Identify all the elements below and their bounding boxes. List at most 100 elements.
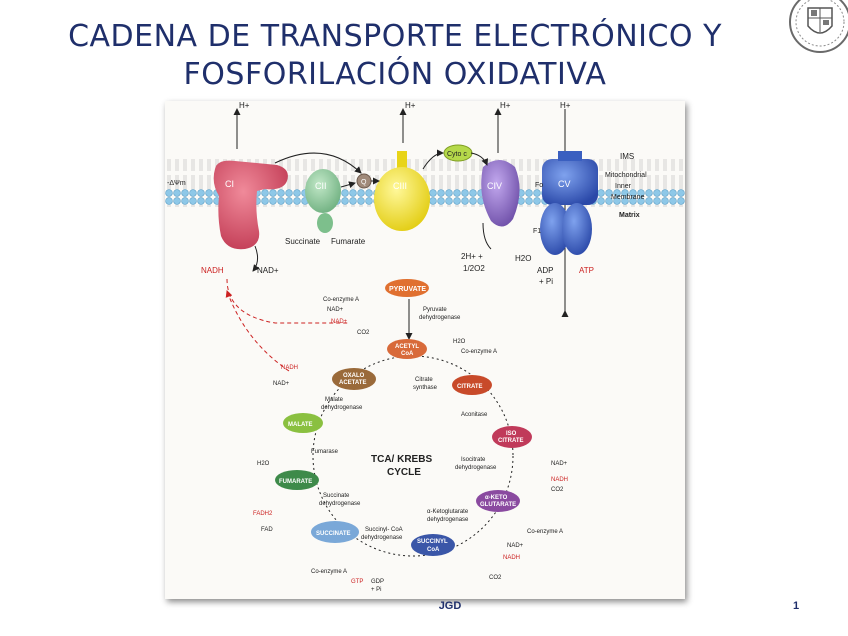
nad-label: NAD+ [257, 266, 279, 275]
civ-water-arrow [482, 222, 492, 250]
aconitase-label: Aconitase [461, 412, 488, 418]
mdh-nadh-label: NADH [281, 365, 298, 371]
sdh-label-2: dehydrogenase [319, 501, 361, 507]
fo-label: Fo [535, 182, 543, 189]
succinate-node [311, 521, 359, 543]
pdh-co2-label: CO2 [357, 330, 370, 336]
membrane-label-2: Inner [615, 183, 632, 190]
scs-label-2: dehydrogenase [361, 535, 403, 541]
acetyl-label-2: CoA [401, 351, 414, 357]
idh-label-1: Isocitrate [461, 457, 486, 463]
malate-node [283, 413, 323, 433]
akgdh-nadh-label: NADH [503, 555, 520, 561]
succinyl-coa-node [411, 534, 455, 556]
gdp-label-2: + Pi [371, 587, 382, 593]
isocitrate-label-1: ISO [506, 431, 517, 437]
h-plus-civ: H+ [500, 101, 511, 110]
nadh-label: NADH [201, 266, 224, 275]
mdh-nad-label: NAD+ [273, 381, 290, 387]
oxalo-label-2: ACETATE [339, 380, 366, 386]
matrix-label: Matrix [619, 212, 640, 219]
pi-label: + Pi [539, 277, 553, 286]
succoa-label-1: SUCCINYL [417, 539, 448, 545]
krebs-center-1: TCA/ KREBS [371, 454, 432, 465]
complex-v-fo [542, 159, 598, 205]
fumarate-label: FUMARATE [279, 479, 312, 485]
citrate-node [452, 375, 492, 395]
akg-node [476, 490, 520, 512]
pdh-nad-label: NAD+ [327, 307, 344, 313]
h-plus-ci: H+ [239, 101, 250, 110]
fad-label: FAD [261, 527, 273, 533]
succinate-label: SUCCINATE [316, 531, 351, 537]
akg-label-1: α-KETO [485, 495, 508, 501]
akgdh-nad-label: NAD+ [507, 543, 524, 549]
pyruvate-label: PYRUVATE [389, 286, 426, 293]
malate-label: MALATE [288, 422, 313, 428]
f1-label: F1 [533, 228, 541, 235]
isocitrate-node [492, 426, 532, 448]
acetyl-coa-node [387, 339, 427, 359]
title-line-1: CADENA DE TRANSPORTE ELECTRÓNICO Y [68, 19, 722, 54]
complex-v-f1-right [562, 203, 592, 255]
electron-arrow-cii-q [340, 181, 356, 189]
idh-nadh-label: NADH [551, 477, 568, 483]
title-line-2: FOSFORILACIÓN OXIDATIVA [183, 57, 607, 92]
university-seal-logo [789, 0, 848, 53]
succoa-label-2: CoA [427, 547, 440, 553]
pdh-coa-label: Co-enzyme A [323, 297, 359, 303]
gdp-label-1: GDP [371, 579, 384, 585]
idh-label-2: dehydrogenase [455, 465, 497, 471]
water-label: H2O [515, 254, 531, 263]
cs-h2o-label: H2O [453, 339, 466, 345]
pdh-nadh-label: NAD+ [331, 319, 348, 325]
h-plus-ciii: H+ [405, 101, 416, 110]
complex-i [213, 160, 288, 250]
membrane-potential-label: -ΔΨm [167, 180, 186, 187]
akgdh-co2-label: CO2 [489, 575, 502, 581]
fumarate-etc-label: Fumarate [331, 237, 366, 246]
akg-label-2: GLUTARATE [480, 502, 516, 508]
fumarase-label: Fumarase [311, 449, 339, 455]
cs-label-1: Citrate [415, 377, 433, 383]
complex-iv [481, 160, 520, 227]
acetyl-label-1: ACETYL [395, 344, 419, 350]
ims-label: IMS [620, 152, 634, 161]
idh-co2-label: CO2 [551, 487, 564, 493]
idh-nad-label: NAD+ [551, 461, 568, 467]
complex-i-label: CI [225, 179, 234, 189]
fumarate-node [275, 470, 319, 490]
complex-v-top [558, 151, 582, 161]
akgdh-label-1: α-Ketoglutarate [427, 509, 469, 515]
page-number: 1 [792, 600, 800, 612]
diagram-svg: H+ H+ H+ H+ CI CII Q CIII Cyto c CIV CV … [165, 101, 685, 593]
cytochrome-c-label: Cyto c [447, 151, 467, 158]
complex-iii-label: CIII [393, 181, 407, 191]
oxaloacetate-node [332, 368, 376, 390]
membrane-label-3: Membrane [611, 194, 645, 201]
oxygen-label-2: 1/2O2 [463, 264, 485, 273]
complex-iv-label: CIV [487, 181, 502, 191]
adp-label: ADP [537, 266, 553, 275]
complex-v-label: CV [558, 179, 571, 189]
nadh-feedback-left [225, 290, 290, 372]
membrane-label-1: Mitochondrial [605, 172, 647, 179]
pdh-label-1: Pyruvate [423, 307, 447, 313]
pdh-label-2: dehydrogenase [419, 315, 461, 321]
complex-ii-label: CII [315, 181, 327, 191]
isocitrate-label-2: CITRATE [498, 438, 524, 444]
electron-arrow-ci-q [274, 152, 362, 174]
krebs-center-2: CYCLE [387, 467, 421, 478]
complex-iii-stem [397, 151, 407, 173]
pyruvate-node [385, 279, 429, 297]
complex-iii [374, 167, 430, 231]
mdh-label-2: dehydrogenase [321, 405, 363, 411]
diagram-panel: H+ H+ H+ H+ CI CII Q CIII Cyto c CIV CV … [165, 101, 685, 599]
gtp-label: GTP [351, 579, 363, 585]
nadh-feedback-top [226, 278, 350, 324]
electron-arrow-cytc-civ [470, 152, 489, 166]
cs-label-2: synthase [413, 385, 438, 391]
coenzyme-q-label: Q [361, 179, 367, 186]
atp-label: ATP [579, 266, 594, 275]
electron-arrow-ciii-cytc [422, 149, 444, 170]
